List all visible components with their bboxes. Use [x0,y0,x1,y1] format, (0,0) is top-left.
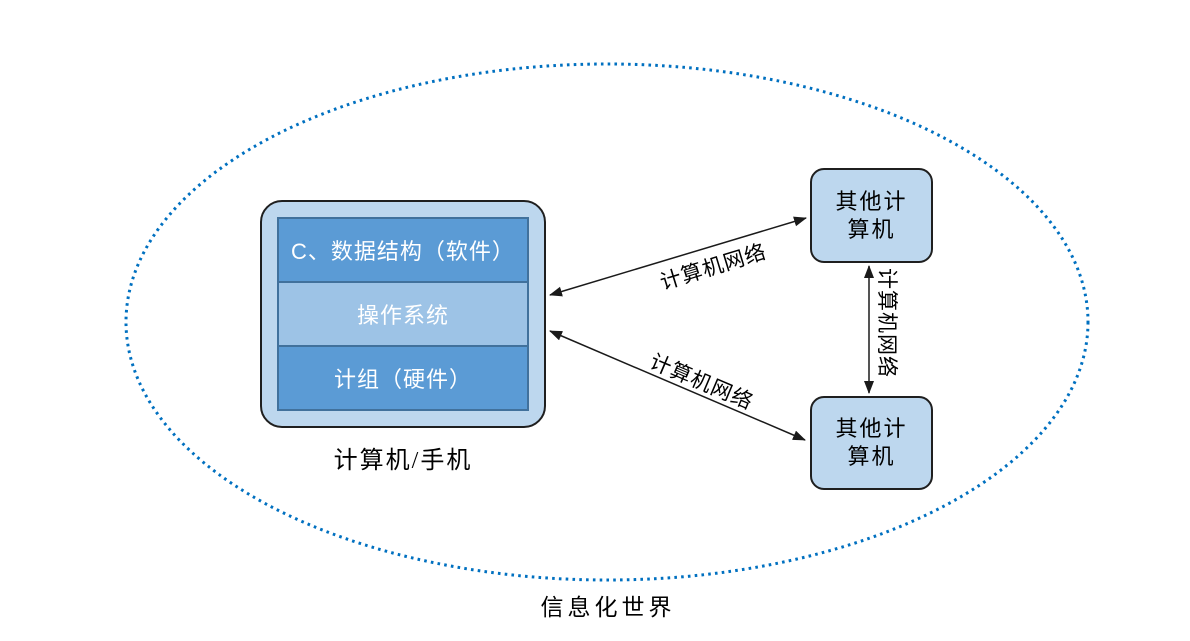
other-computer-bottom: 其他计 算机 [810,396,933,490]
other-computer-top-line1: 其他计 [835,188,908,214]
layer-os-label: 操作系统 [356,303,449,328]
layer-software: C、数据结构（软件） [277,217,529,283]
network-arrow-top [549,216,807,297]
layer-software-label: C、数据结构（软件） [291,239,515,264]
world-label: 信息化世界 [540,595,676,620]
layer-hardware-label: 计组（硬件） [333,367,472,392]
other-computer-bottom-line1: 其他计 [835,416,908,441]
other-computer-bottom-line2: 算机 [847,444,896,469]
computer-box: C、数据结构（软件） 操作系统 计组（硬件） [260,200,546,428]
network-label-vertical: 计算机网络 [875,268,899,378]
computer-caption: 计算机/手机 [333,448,473,474]
other-computer-top: 其他计 算机 [810,168,933,263]
network-arrow-bottom [549,330,806,441]
other-computer-top-line2: 算机 [847,216,896,242]
layer-os: 操作系统 [277,281,529,347]
world-ellipse [124,62,1090,582]
layer-hardware: 计组（硬件） [277,345,529,411]
